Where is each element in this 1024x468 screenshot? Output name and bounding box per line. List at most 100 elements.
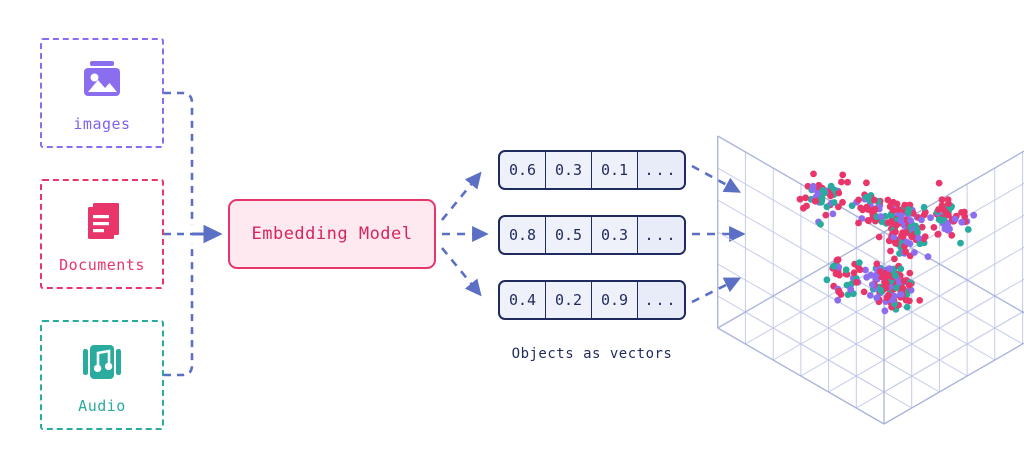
cube-point: [884, 267, 892, 275]
cube-point: [836, 271, 843, 279]
cube-point: [885, 291, 892, 299]
cube-point: [875, 283, 883, 291]
cube-point: [885, 280, 892, 288]
cube-point: [892, 274, 900, 282]
cube-point: [889, 278, 896, 286]
embedding-model-box[interactable]: Embedding Model: [228, 199, 436, 269]
cube-point: [938, 202, 946, 210]
cube-point: [837, 291, 845, 298]
cube-point: [897, 218, 905, 226]
cube-point: [870, 211, 878, 219]
cube-point: [871, 205, 879, 213]
cube-point: [892, 228, 899, 236]
vector-cell: 0.3: [546, 152, 592, 188]
cube-point: [939, 220, 947, 227]
cube-point: [873, 294, 881, 302]
cube-point: [908, 206, 916, 214]
cube-point: [866, 292, 874, 299]
cube-point: [830, 191, 838, 199]
cube-point: [938, 196, 946, 204]
cube-point: [876, 215, 884, 223]
cube-point: [862, 266, 869, 274]
cube-point: [886, 281, 893, 289]
vector-cell: 0.6: [500, 152, 546, 188]
cube-point: [873, 275, 881, 283]
cube-point: [839, 198, 846, 206]
cube-point: [907, 223, 915, 231]
cube-point: [872, 285, 880, 292]
cube-point: [818, 197, 826, 205]
cube-point: [821, 189, 828, 197]
cube-point: [827, 186, 835, 194]
vector-cell-ellipsis: ...: [638, 282, 684, 318]
cube-point: [856, 266, 864, 274]
cube-point: [866, 197, 874, 205]
cube-point: [912, 236, 920, 244]
cube-point: [863, 273, 871, 281]
cube-point: [896, 250, 903, 257]
cube-point: [890, 233, 898, 241]
cube-point: [892, 215, 900, 223]
cube-point: [885, 279, 893, 287]
cube-point: [905, 222, 913, 229]
cube-point: [881, 276, 889, 284]
cube-point: [901, 221, 909, 229]
vector-cell: 0.1: [592, 152, 638, 188]
cube-point: [918, 223, 926, 231]
source-box-images[interactable]: images: [40, 38, 164, 148]
cube-point: [915, 214, 923, 222]
cube-point: [887, 212, 895, 220]
cube-point: [893, 270, 901, 278]
arrow-vector-0-to-cube: [691, 164, 742, 193]
cube-point: [796, 195, 804, 203]
cube-point: [855, 196, 862, 204]
cube-point: [830, 262, 837, 270]
cube-point: [834, 296, 842, 304]
cube-point: [901, 288, 909, 295]
cube-point: [842, 270, 850, 278]
cube-point: [934, 231, 942, 238]
cube-point: [905, 206, 912, 213]
cube-point: [853, 279, 860, 286]
source-box-documents[interactable]: Documents: [40, 179, 164, 289]
cube-point: [878, 288, 885, 295]
cube-point: [896, 236, 904, 244]
cube-point: [867, 192, 875, 199]
cube-point: [809, 182, 817, 190]
cube-point: [843, 281, 851, 289]
cube-point: [893, 200, 901, 208]
cube-point: [877, 213, 885, 220]
cube-point: [839, 171, 847, 179]
cube-point: [814, 186, 822, 194]
cube-point: [935, 179, 943, 187]
cube-point: [876, 201, 884, 209]
cube-point: [940, 216, 948, 224]
cube-point: [941, 225, 949, 233]
cube-point: [897, 235, 904, 243]
cube-point: [885, 279, 893, 286]
cube-point: [818, 195, 826, 203]
cube-point: [934, 209, 942, 217]
cube-point: [903, 290, 911, 298]
cube-point: [934, 230, 942, 238]
cube-point: [898, 232, 905, 240]
cube-point: [900, 204, 908, 212]
cube-point: [877, 283, 884, 291]
cube-point: [800, 204, 807, 212]
cube-point: [916, 240, 924, 248]
cube-point: [818, 184, 826, 192]
cube-point: [888, 233, 895, 241]
cube-point: [911, 234, 919, 241]
cube-point: [848, 280, 855, 288]
source-box-audio[interactable]: Audio: [40, 320, 164, 430]
audio-icon: [76, 336, 128, 388]
cube-point: [893, 284, 901, 292]
cube-point: [890, 285, 897, 293]
cube-point: [889, 286, 896, 293]
cube-point: [878, 218, 886, 226]
cube-point: [890, 265, 898, 273]
cube-point: [904, 211, 912, 218]
cube-point: [875, 205, 883, 213]
cube-point: [822, 211, 830, 219]
cube-point: [891, 278, 898, 285]
